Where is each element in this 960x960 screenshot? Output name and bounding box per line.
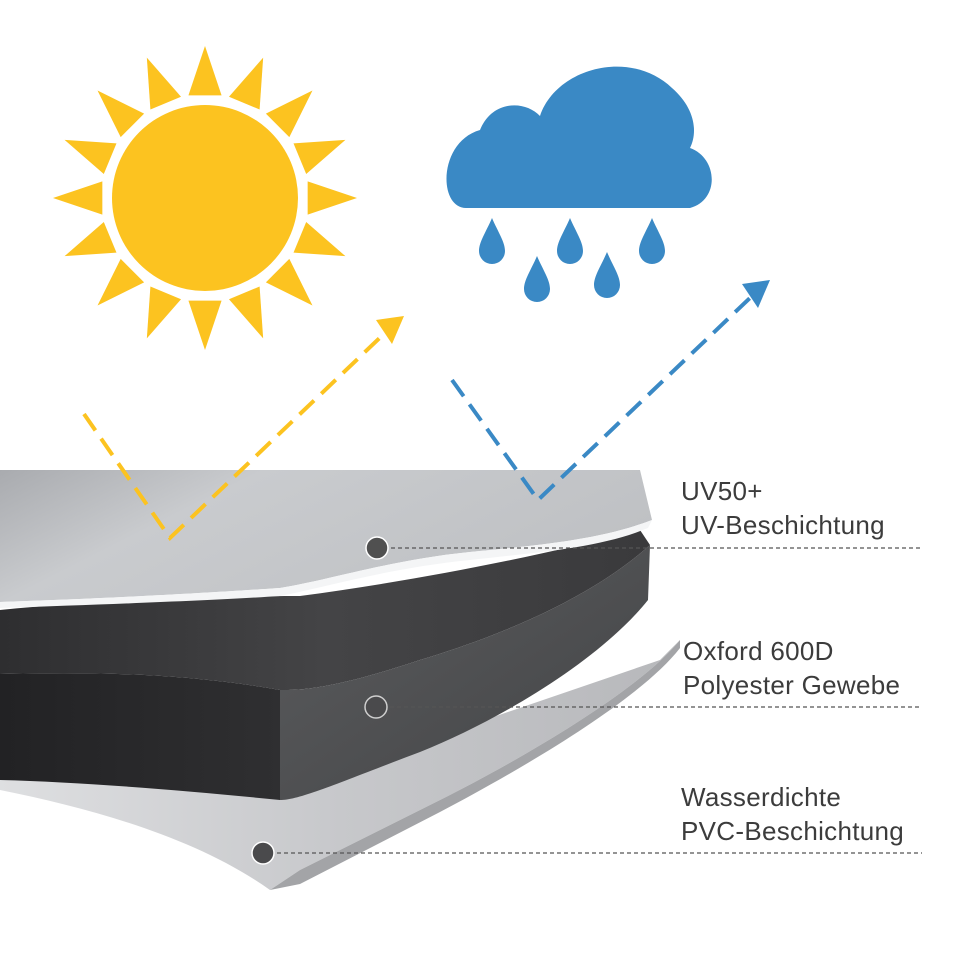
uv-layer-label: UV50+ UV-Beschichtung bbox=[681, 474, 885, 542]
sun-ray bbox=[265, 258, 313, 306]
uv-layer-label-line2: UV-Beschichtung bbox=[681, 510, 885, 540]
fabric-layer-label-line1: Oxford 600D bbox=[683, 636, 834, 666]
sun-icon bbox=[53, 46, 357, 350]
sun-ray bbox=[53, 181, 103, 215]
pvc-layer-label-line1: Wasserdichte bbox=[681, 782, 842, 812]
sun-ray bbox=[228, 286, 264, 339]
leader-uv bbox=[365, 536, 922, 560]
rain-drop bbox=[594, 252, 620, 298]
pvc-layer-label: Wasserdichte PVC-Beschichtung bbox=[681, 780, 904, 848]
sun-ray bbox=[307, 181, 357, 215]
pvc-layer bbox=[0, 640, 680, 890]
rain-drop bbox=[524, 256, 550, 302]
rain-drop bbox=[639, 218, 665, 264]
fabric-layer-label: Oxford 600D Polyester Gewebe bbox=[683, 634, 900, 702]
pvc-layer-label-line2: PVC-Beschichtung bbox=[681, 816, 905, 846]
sun-ray bbox=[188, 46, 222, 96]
rain-cloud-icon bbox=[446, 66, 712, 302]
leader-fabric bbox=[364, 695, 922, 719]
fabric-layer bbox=[0, 530, 650, 690]
sun-ray bbox=[293, 139, 346, 175]
fabric-layer-label-line2: Polyester Gewebe bbox=[683, 670, 901, 700]
sun-ray bbox=[64, 139, 117, 175]
sun-ray bbox=[146, 57, 182, 110]
sun-ray bbox=[188, 300, 222, 350]
sun-ray bbox=[64, 221, 117, 257]
uv-reflection-arrow bbox=[82, 316, 404, 542]
sun-ray bbox=[265, 90, 313, 138]
sun-ray bbox=[97, 258, 145, 306]
water-reflection-arrow bbox=[450, 280, 770, 504]
uv-layer bbox=[0, 470, 652, 602]
rain-drop bbox=[557, 218, 583, 264]
sun-ray bbox=[293, 221, 346, 257]
leader-pvc bbox=[251, 841, 922, 865]
sun-ray bbox=[146, 286, 182, 339]
sun-ray bbox=[228, 57, 264, 110]
rain-drop bbox=[479, 218, 505, 264]
uv-layer-label-line1: UV50+ bbox=[681, 476, 763, 506]
sun-ray bbox=[97, 90, 145, 138]
